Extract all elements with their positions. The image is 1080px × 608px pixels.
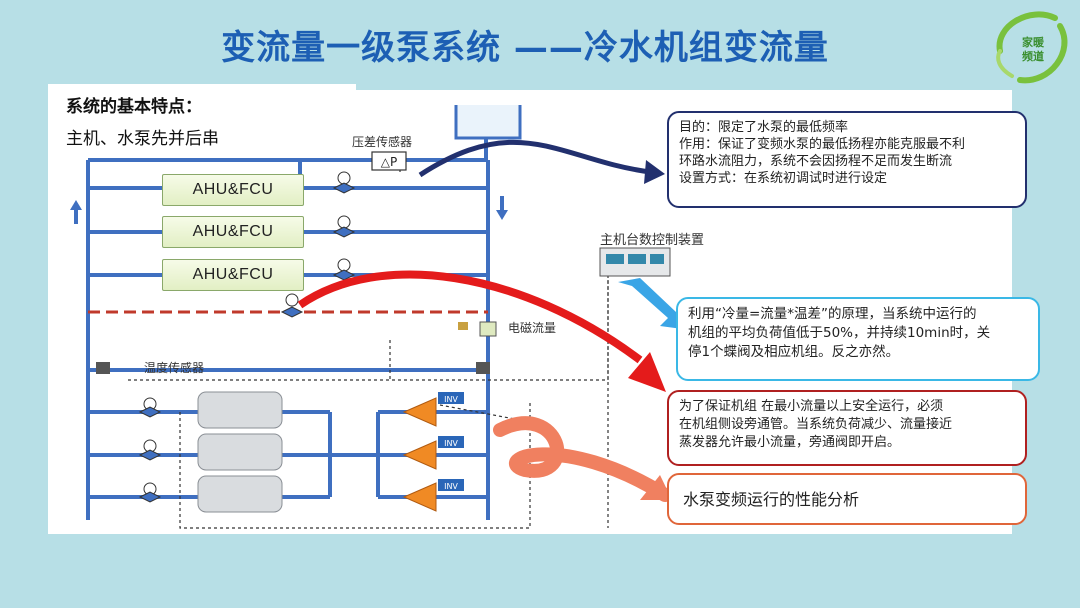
bypass-arrow: [297, 270, 643, 364]
inv-label-2: INV: [444, 439, 458, 448]
ahu-unit-1: AHU&FCU: [162, 174, 304, 206]
features-heading: 系统的基本特点：: [66, 97, 202, 117]
down-arrow-icon: [496, 210, 508, 220]
controller-line-3: 停1个蝶阀及相应机组。反之亦然。: [688, 344, 900, 360]
pump-arrow: [493, 416, 672, 502]
sensors: [96, 321, 497, 374]
controller-line-2: 机组的平均负荷值低于50%，并持续10min时，关: [688, 325, 991, 341]
ahu-unit-3: AHU&FCU: [162, 259, 304, 291]
bypass-arrow-head: [628, 352, 666, 392]
controller-label: 主机台数控制装置: [600, 233, 705, 248]
logo-swirl-icon: [996, 11, 1068, 84]
features-box: [48, 84, 356, 154]
ahu-unit-2: AHU&FCU: [162, 216, 304, 248]
pumps: INV INV INV: [402, 392, 464, 512]
bypass-callout: 为了保证机组 在最小流量以上安全运行，必须 在机组侧设旁通管。当系统负荷减少、流…: [667, 390, 1027, 466]
pressure-sensor-label: 压差传感器: [352, 135, 413, 149]
bypass-line-2: 在机组侧设旁通管。当系统负荷减少、流量接近: [679, 417, 953, 432]
purpose-line-2: 作用：保证了变频水泵的最低扬程亦能克服最不利: [679, 137, 966, 152]
up-arrow-icon: [70, 200, 82, 210]
ahu-valves: [280, 171, 356, 318]
controller-line-1: 利用“冷量=流量*温差”的原理，当系统中运行的: [688, 306, 977, 322]
pump-callout: 水泵变频运行的性能分析: [667, 473, 1027, 525]
bypass-line-3: 蒸发器允许最小流量，旁通阀即开启。: [679, 435, 901, 450]
inv-label-1: INV: [444, 395, 458, 404]
flow-arrows: [70, 196, 508, 224]
features-subheading: 主机、水泵先并后串: [66, 129, 219, 149]
flow-meter-label: 电磁流量: [508, 321, 557, 335]
purpose-line-1: 目的：限定了水泵的最低频率: [679, 120, 849, 135]
logo-line-2: 频道: [1022, 50, 1044, 63]
purpose-line-3: 环路水流阻力，系统不会因扬程不足而发生断流: [679, 154, 953, 169]
controller-device: [599, 247, 671, 277]
expansion-tank: [454, 105, 522, 160]
inv-label-3: INV: [444, 482, 458, 491]
controller-callout: 利用“冷量=流量*温差”的原理，当系统中运行的 机组的平均负荷值低于50%，并持…: [676, 297, 1040, 381]
logo-text: 家暖 频道: [1016, 36, 1050, 64]
controller-arrow: [618, 278, 690, 330]
pump-arrow-head: [640, 475, 672, 500]
pressure-sensor: △P: [371, 151, 407, 171]
chiller-valves: [138, 397, 162, 503]
chillers: [197, 391, 283, 513]
temp-sensor-label: 温度传感器: [144, 361, 205, 375]
bypass-line-1: 为了保证机组 在最小流量以上安全运行，必须: [679, 399, 944, 414]
purpose-arrow-head: [644, 160, 665, 184]
slide-title: 变流量一级泵系统 ——冷水机组变流量: [221, 28, 829, 68]
purpose-line-4: 设置方式：在系统初调试时进行设定: [679, 171, 888, 186]
pipe-network: [86, 158, 490, 520]
logo-line-1: 家暖: [1022, 36, 1044, 49]
pressure-symbol: △P: [381, 155, 397, 169]
purpose-callout: 目的：限定了水泵的最低频率 作用：保证了变频水泵的最低扬程亦能克服最不利 环路水…: [667, 111, 1027, 208]
purpose-arrow: [418, 139, 651, 178]
